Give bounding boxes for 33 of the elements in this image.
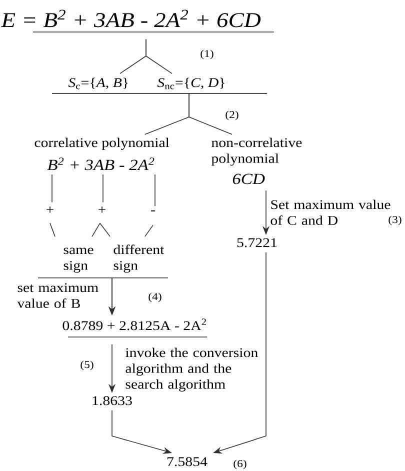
connector-line (92, 222, 100, 237)
connector-line (188, 93, 268, 135)
sign-symbol: - (151, 210, 155, 212)
sign-symbol: + (46, 206, 54, 213)
connector-line (102, 174, 104, 203)
result-value: 1.8633 (92, 396, 132, 406)
branch-heading: non-correlative polynomial (211, 138, 302, 166)
connector-line (100, 222, 110, 237)
result-value: 5.7221 (237, 238, 277, 248)
polynomial: 6CD (232, 174, 265, 184)
connector-line (144, 224, 154, 237)
step-number: (4) (148, 292, 162, 302)
connector-line (50, 222, 56, 237)
set-expression: S$_{nc}$={C, D} (157, 78, 224, 90)
connector-line (154, 174, 156, 207)
sign-label: same sign (64, 248, 94, 273)
connector-line (146, 39, 172, 74)
step-number: (1) (200, 50, 214, 60)
branch-heading: correlative polynomial (34, 138, 170, 150)
result-value: 7.5854 (168, 457, 208, 466)
sign-label: different sign (114, 244, 164, 273)
edge-label: invoke the conversion algorithm and the search algorithm (126, 348, 258, 392)
step-number: (5) (80, 360, 94, 370)
connector-line (52, 93, 190, 135)
polynomial: B$^{2}$ + 3AB - 2A$^{2}$ (47, 158, 154, 170)
set-expression: S$_{c}$={A, B} (68, 78, 128, 90)
edge-label: set maximum value of B (17, 283, 98, 308)
step-number: (6) (234, 460, 246, 470)
equation: E = B$^{2}$ + 3AB - 2A$^{2}$ + 6CD (0, 10, 261, 28)
polynomial: 0.8789 + 2.8125A - 2A$^{2}$ (62, 318, 206, 330)
step-number: (2) (226, 110, 238, 120)
sign-symbol: + (98, 206, 106, 213)
step-number: (3) (388, 216, 402, 226)
